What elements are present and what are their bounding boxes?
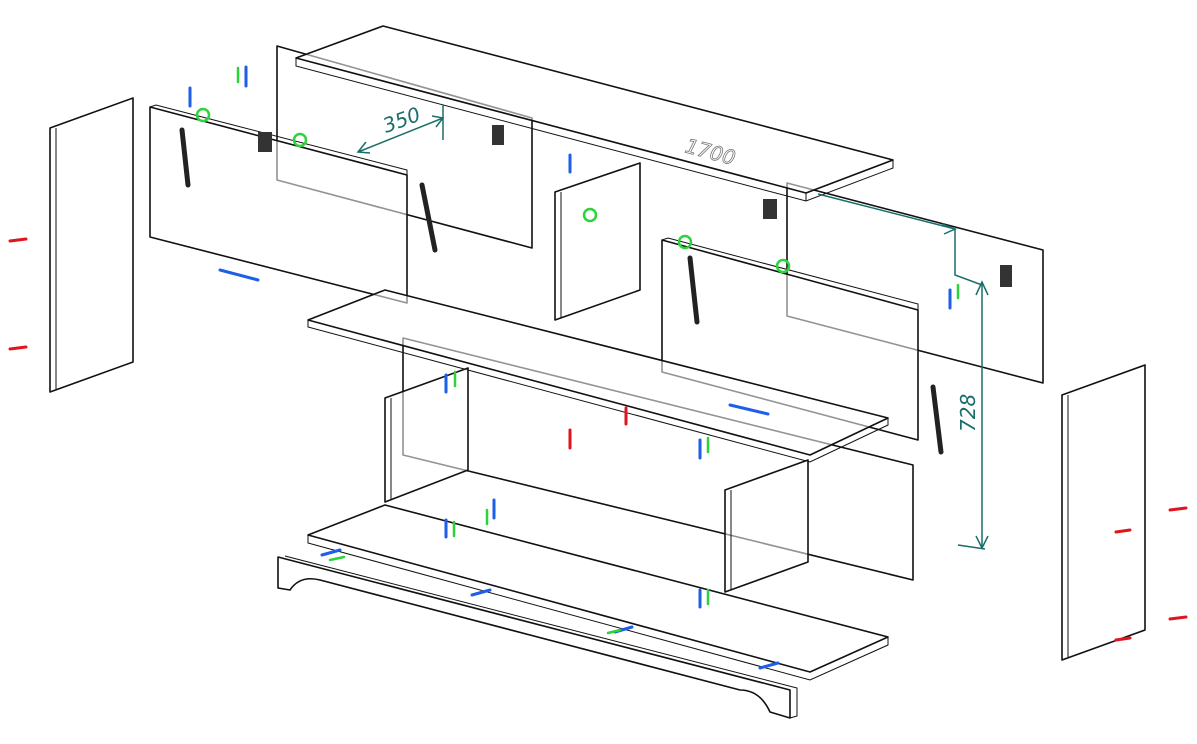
side-panel-right: [1061, 364, 1146, 661]
dowel-fasteners: [188, 65, 952, 670]
hinge-plate-icon: [492, 125, 504, 145]
dimension-height-label: 728: [956, 394, 980, 432]
door-right: [661, 239, 919, 441]
hinge-plate-icon: [1000, 265, 1012, 287]
hinge-icon: [687, 255, 700, 325]
handle-icon: [218, 268, 260, 282]
hinge-icon: [930, 384, 944, 455]
hinge-cup-fasteners: [195, 66, 960, 635]
hinge-icon: [419, 182, 438, 253]
hinge-plate-icon: [258, 132, 272, 152]
dimension-height: 728: [956, 280, 989, 550]
side-panel-left: [49, 97, 134, 393]
lower-divider-right: [724, 459, 809, 593]
middle-divider: [554, 162, 641, 321]
hinge-icon: [179, 127, 191, 188]
cam-fasteners: [8, 237, 1188, 642]
handle-icon: [728, 403, 770, 416]
plinth: [277, 556, 791, 719]
lower-divider-left: [384, 367, 469, 503]
hinge-plate-icon: [763, 199, 777, 219]
